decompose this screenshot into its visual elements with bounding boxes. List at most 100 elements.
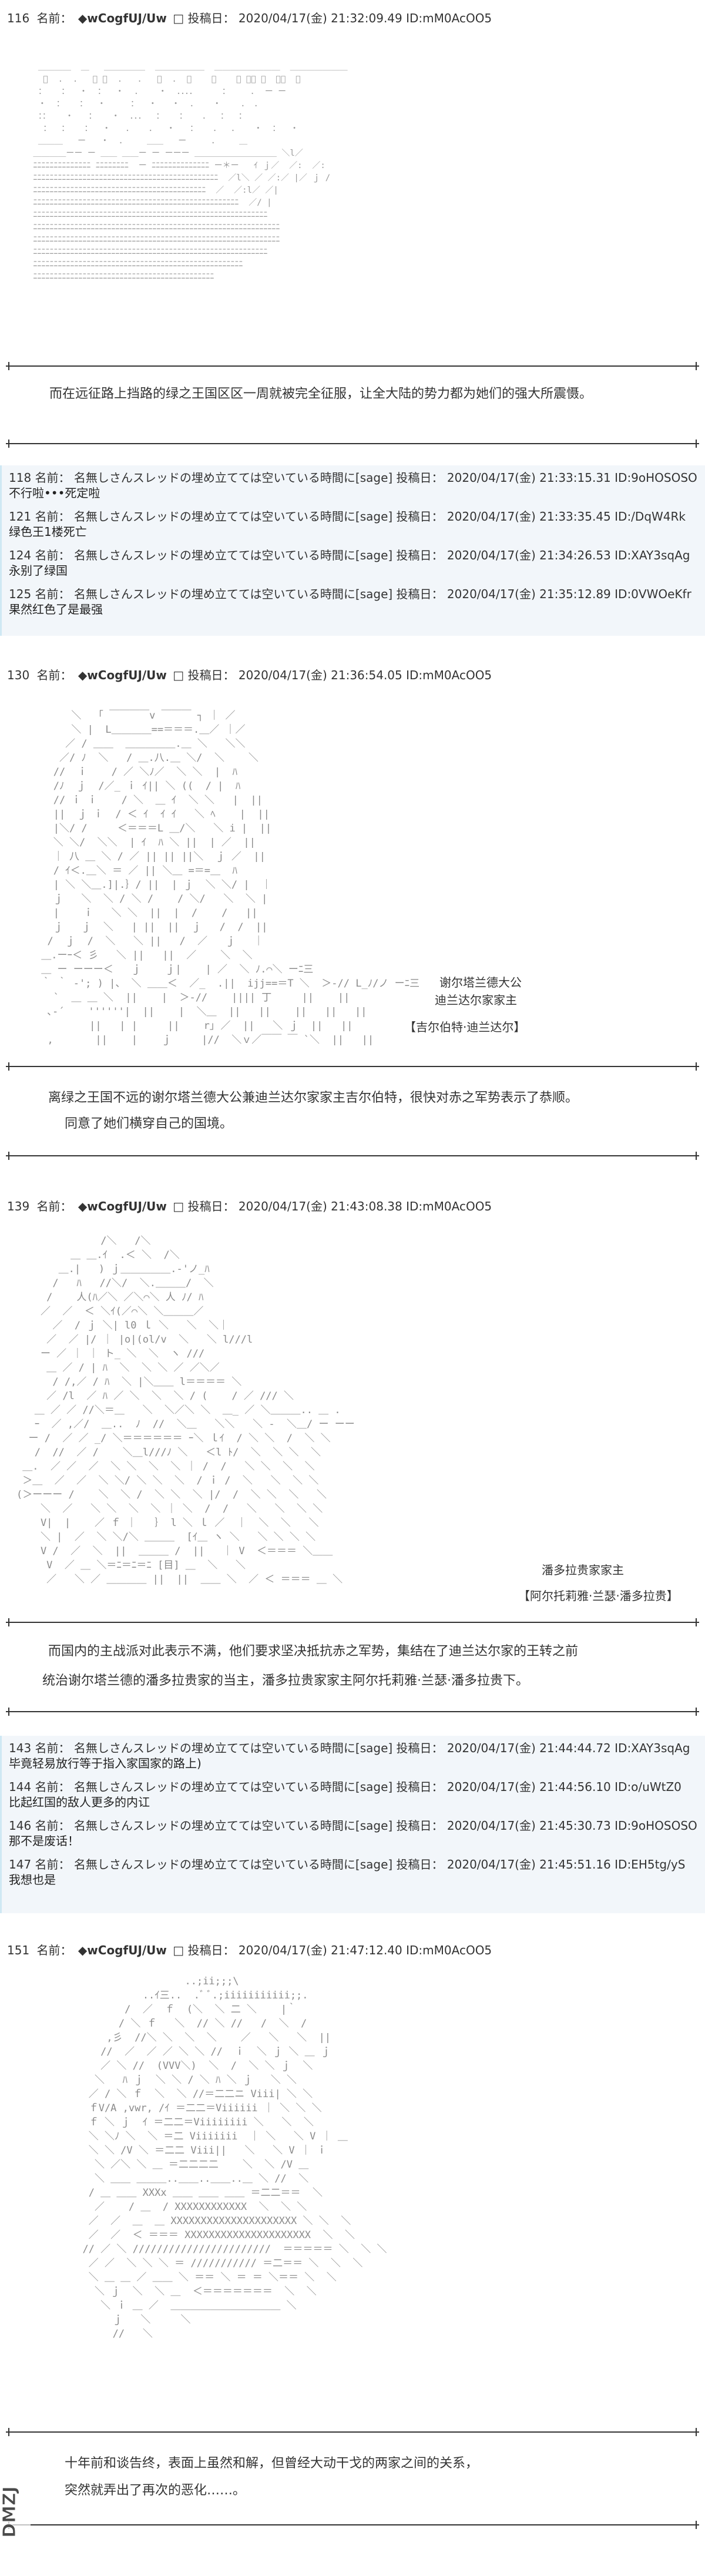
response-146: 146 名前： 名無しさんスレッドの埋め立てては空いている時間に[sage] 投… <box>2 1817 705 1850</box>
post-number[interactable]: 139 <box>7 1199 30 1213</box>
name-label: 名前： <box>36 1199 72 1213</box>
author-mark: □ <box>173 1199 184 1213</box>
response-name: 名無しさんスレッドの埋め立てては空いている時間に[sage] <box>73 1857 393 1871</box>
divider-tick-left <box>8 1618 9 1626</box>
response-name: 名無しさんスレッドの埋め立てては空いている時間に[sage] <box>73 1819 393 1833</box>
post-date-label: 投稿日： <box>396 471 444 485</box>
post-date-label: 投稿日： <box>396 509 444 524</box>
divider-tick-right <box>696 1062 697 1071</box>
response-118: 118 名前： 名無しさんスレッドの埋め立てては空いている時間に[sage] 投… <box>2 469 705 502</box>
post-date: 2020/04/17(金) 21:47:12.40 <box>238 1943 402 1957</box>
post-header-130: 130 名前： ◆wCogfUJ/Uw □ 投稿日： 2020/04/17(金)… <box>7 668 492 683</box>
section-divider <box>6 2428 699 2436</box>
response-number[interactable]: 118 <box>9 471 32 485</box>
post-id[interactable]: ID:9oHOSOSO <box>615 471 697 485</box>
narration-caption: 而在远征路上挡路的绿之王国区区一周就被完全征服，让全大陆的势力都为她们的强大所震… <box>49 387 593 401</box>
response-name: 名無しさんスレッドの埋め立てては空いている時間に[sage] <box>73 509 393 524</box>
divider-line <box>6 365 699 367</box>
section-divider <box>6 440 699 448</box>
response-body: 比起红国的敌人更多的内讧 <box>9 1795 150 1809</box>
response-number[interactable]: 125 <box>9 587 32 601</box>
name-label: 名前： <box>35 471 70 485</box>
response-name: 名無しさんスレッドの埋め立てては空いている時間に[sage] <box>73 587 393 601</box>
author-trip[interactable]: ◆wCogfUJ/Uw <box>78 1943 167 1957</box>
post-date-label: 投稿日： <box>187 1943 235 1957</box>
response-name: 名無しさんスレッドの埋め立てては空いている時間に[sage] <box>73 1780 393 1794</box>
name-label: 名前： <box>36 668 72 682</box>
divider-line <box>6 1066 699 1067</box>
author-trip[interactable]: ◆wCogfUJ/Uw <box>78 1199 167 1213</box>
post-number[interactable]: 151 <box>7 1943 30 1957</box>
divider-tick-right <box>696 440 697 448</box>
post-date-label: 投稿日： <box>396 1780 444 1794</box>
divider-tick-left <box>8 1708 9 1716</box>
post-date-label: 投稿日： <box>187 11 235 25</box>
divider-tick-left <box>8 2428 9 2436</box>
author-mark: □ <box>173 1943 184 1957</box>
divider-line <box>6 2524 699 2525</box>
section-divider <box>6 1062 699 1071</box>
divider-tick-left <box>8 1062 9 1071</box>
post-date-label: 投稿日： <box>396 1819 444 1833</box>
response-number[interactable]: 143 <box>9 1741 32 1755</box>
section-divider <box>6 1152 699 1160</box>
name-label: 名前： <box>36 11 72 25</box>
author-trip[interactable]: ◆wCogfUJ/Uw <box>78 668 167 682</box>
post-id[interactable]: ID:EH5tg/yS <box>615 1857 686 1871</box>
response-number[interactable]: 124 <box>9 548 32 562</box>
response-number[interactable]: 147 <box>9 1857 32 1871</box>
author-trip[interactable]: ◆wCogfUJ/Uw <box>78 11 167 25</box>
post-id[interactable]: ID:mM0AcOO5 <box>406 1943 492 1957</box>
character-name: 【吉尔伯特·迪兰达尔】 <box>404 1020 526 1034</box>
response-body: 我想也是 <box>9 1873 56 1887</box>
post-id[interactable]: ID:0VWOeKfr <box>615 587 691 601</box>
response-body: 毕竟轻易放行等于指入家国家的路上) <box>9 1756 202 1770</box>
response-147: 147 名前： 名無しさんスレッドの埋め立てては空いている時間に[sage] 投… <box>2 1856 705 1889</box>
response-121: 121 名前： 名無しさんスレッドの埋め立てては空いている時間に[sage] 投… <box>2 508 705 541</box>
post-date: 2020/04/17(金) 21:44:44.72 <box>446 1741 611 1755</box>
divider-line <box>6 1711 699 1712</box>
post-date: 2020/04/17(金) 21:33:35.45 <box>446 509 611 524</box>
divider-line <box>6 443 699 444</box>
post-id[interactable]: ID:mM0AcOO5 <box>406 11 492 25</box>
post-header-151: 151 名前： ◆wCogfUJ/Uw □ 投稿日： 2020/04/17(金)… <box>7 1943 492 1958</box>
response-143: 143 名前： 名無しさんスレッドの埋め立てては空いている時間に[sage] 投… <box>2 1739 705 1772</box>
svg-text:DMZJ: DMZJ <box>0 2486 20 2538</box>
author-mark: □ <box>173 668 184 682</box>
name-label: 名前： <box>35 1819 70 1833</box>
response-body: 永别了绿国 <box>9 564 68 578</box>
response-body: 不行啦•••死定啦 <box>9 486 100 500</box>
response-body: 那不是废话！ <box>9 1834 79 1848</box>
narration-caption: 而国内的主战派对此表示不满，他们要求坚决抵抗赤之军势，集结在了迪兰达尔家的王转之… <box>48 1644 579 1659</box>
post-id[interactable]: ID:mM0AcOO5 <box>406 668 492 682</box>
post-date-label: 投稿日： <box>187 668 235 682</box>
post-date: 2020/04/17(金) 21:43:08.38 <box>238 1199 402 1213</box>
ascii-art-landscape: ＿＿＿＿ ＿ ＿＿＿＿＿ ＿＿＿＿＿＿ ＿＿＿＿＿＿＿＿ ＿＿＿＿＿＿＿ ﾞ .… <box>33 62 348 281</box>
response-number[interactable]: 144 <box>9 1780 32 1794</box>
response-number[interactable]: 121 <box>9 509 32 524</box>
name-label: 名前： <box>35 509 70 524</box>
post-number[interactable]: 130 <box>7 668 30 682</box>
divider-tick-right <box>696 1708 697 1716</box>
name-label: 名前： <box>35 1741 70 1755</box>
divider-tick-right <box>696 2521 697 2529</box>
post-id[interactable]: ID:/DqW4Rk <box>615 509 686 524</box>
post-date-label: 投稿日： <box>187 1199 235 1213</box>
divider-tick-right <box>696 1152 697 1160</box>
ascii-art-artoria: /＼ /＼ ＿ ＿.ｲ .＜ ＼ /＼ ＿.| ) ｊ＿＿＿＿＿.‐'ノ_ﾊ /… <box>16 1235 355 1585</box>
post-id[interactable]: ID:o/uWtZ0 <box>615 1780 682 1794</box>
post-date: 2020/04/17(金) 21:36:54.05 <box>238 668 402 682</box>
post-number[interactable]: 116 <box>7 11 30 25</box>
narration-caption: 十年前和谈告终，表面上虽然和解，但曾经大动干戈的两家之间的关系， <box>65 2456 479 2471</box>
name-label: 名前： <box>35 1857 70 1871</box>
response-number[interactable]: 146 <box>9 1819 32 1833</box>
ascii-art-gilbert: ＼ 「 ￣￣￣￣v ￣￣￣ ┐ ｜ ／ ＼ | L＿＿＿＿==＝＝＝.＿／ ｜／… <box>41 710 420 1046</box>
post-id[interactable]: ID:XAY3sqAg <box>615 548 690 562</box>
post-date: 2020/04/17(金) 21:33:15.31 <box>446 471 611 485</box>
post-id[interactable]: ID:9oHOSOSO <box>615 1819 697 1833</box>
narration-caption: 突然就弄出了再次的恶化……。 <box>65 2483 246 2498</box>
post-id[interactable]: ID:XAY3sqAg <box>615 1741 690 1755</box>
name-label: 名前： <box>35 587 70 601</box>
post-id[interactable]: ID:mM0AcOO5 <box>406 1199 492 1213</box>
narration-caption: 离绿之王国不远的谢尔塔兰德大公兼迪兰达尔家家主吉尔伯特，很快对赤之军势表示了恭顺… <box>48 1091 579 1105</box>
